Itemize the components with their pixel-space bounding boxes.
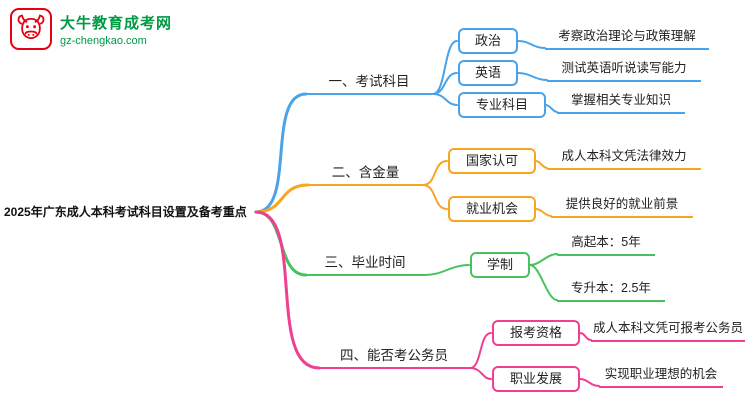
curve (579, 332, 592, 341)
topic-national-recognition: 国家认可 (448, 148, 536, 174)
curve (432, 40, 458, 95)
curve (422, 160, 448, 186)
curve (469, 332, 492, 369)
curve (424, 264, 470, 276)
topic-application-eligibility: 报考资格 (492, 320, 580, 346)
leaf-eligibility-detail: 成人本科文凭可报考公务员 (591, 317, 745, 342)
topic-politics: 政治 (458, 28, 518, 54)
curve (535, 208, 552, 217)
logo-text: 大牛教育成考网 gz-chengkao.com (60, 12, 172, 47)
branch-civil-service-curves (254, 210, 600, 387)
leaf-recognition-detail: 成人本科文凭法律效力 (547, 145, 701, 170)
leaf-politics-detail: 考察政治理论与政策理解 (545, 25, 709, 50)
leaf-career-detail: 实现职业理想的机会 (599, 363, 723, 388)
branch-exam-subjects-curves (254, 40, 558, 214)
curve (517, 72, 548, 81)
curve (254, 183, 310, 214)
curve (422, 184, 448, 210)
branch-exam-subjects: 一、考试科目 (305, 71, 433, 95)
logo-subtitle: gz-chengkao.com (60, 34, 147, 47)
cow-icon (10, 8, 52, 50)
curve (529, 253, 558, 266)
topic-job-opportunity: 就业机会 (448, 196, 536, 222)
logo-title: 大牛教育成考网 (60, 14, 173, 32)
curve (579, 378, 600, 387)
curve (529, 264, 558, 301)
topic-career-development: 职业发展 (492, 366, 580, 392)
leaf-english-detail: 测试英语听说读写能力 (547, 57, 701, 82)
curve (535, 160, 548, 169)
leaf-zhuanshengben-years: 专升本：2.5年 (557, 277, 665, 302)
curve (432, 93, 458, 106)
root-topic: 2025年广东成人本科考试科目设置及备考重点 (4, 205, 247, 219)
curve (517, 40, 546, 49)
branch-civil-service: 四、能否考公务员 (318, 345, 470, 369)
leaf-gaoqiben-years: 高起本：5年 (557, 231, 655, 256)
curve (432, 72, 458, 95)
curve (254, 92, 308, 214)
cow-icon-drawing (17, 14, 45, 40)
topic-schooling-length: 学制 (470, 252, 530, 278)
leaf-major-detail: 掌握相关专业知识 (557, 89, 685, 114)
topic-english: 英语 (458, 60, 518, 86)
branch-value-curves (254, 160, 552, 217)
leaf-job-detail: 提供良好的就业前景 (551, 193, 693, 218)
topic-major-subject: 专业科目 (458, 92, 546, 118)
branch-graduation-time: 三、毕业时间 (305, 252, 425, 276)
curve (254, 210, 321, 370)
branch-value: 二、含金量 (308, 162, 423, 186)
curve (545, 104, 558, 113)
logo: 大牛教育成考网 gz-chengkao.com (10, 8, 172, 50)
curve (469, 367, 492, 380)
